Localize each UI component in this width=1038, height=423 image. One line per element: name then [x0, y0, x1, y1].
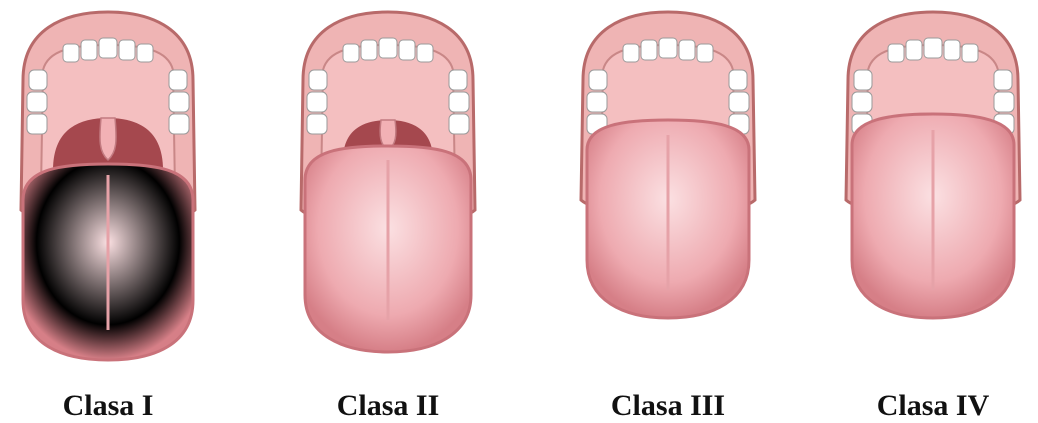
class-4-panel: Clasa IV — [828, 0, 1038, 423]
class-3-label: Clasa III — [563, 391, 773, 421]
mouth-class-4-illustration — [828, 0, 1038, 380]
class-2-panel: Clasa II — [283, 0, 493, 423]
class-4-label: Clasa IV — [828, 391, 1038, 421]
mouth-class-3-illustration — [563, 0, 773, 380]
mouth-class-2-illustration — [283, 0, 493, 380]
class-3-panel: Clasa III — [563, 0, 773, 423]
class-1-label: Clasa I — [3, 391, 213, 421]
class-1-panel: Clasa I — [3, 0, 213, 423]
mouth-class-1-illustration — [3, 0, 213, 380]
class-2-label: Clasa II — [283, 391, 493, 421]
